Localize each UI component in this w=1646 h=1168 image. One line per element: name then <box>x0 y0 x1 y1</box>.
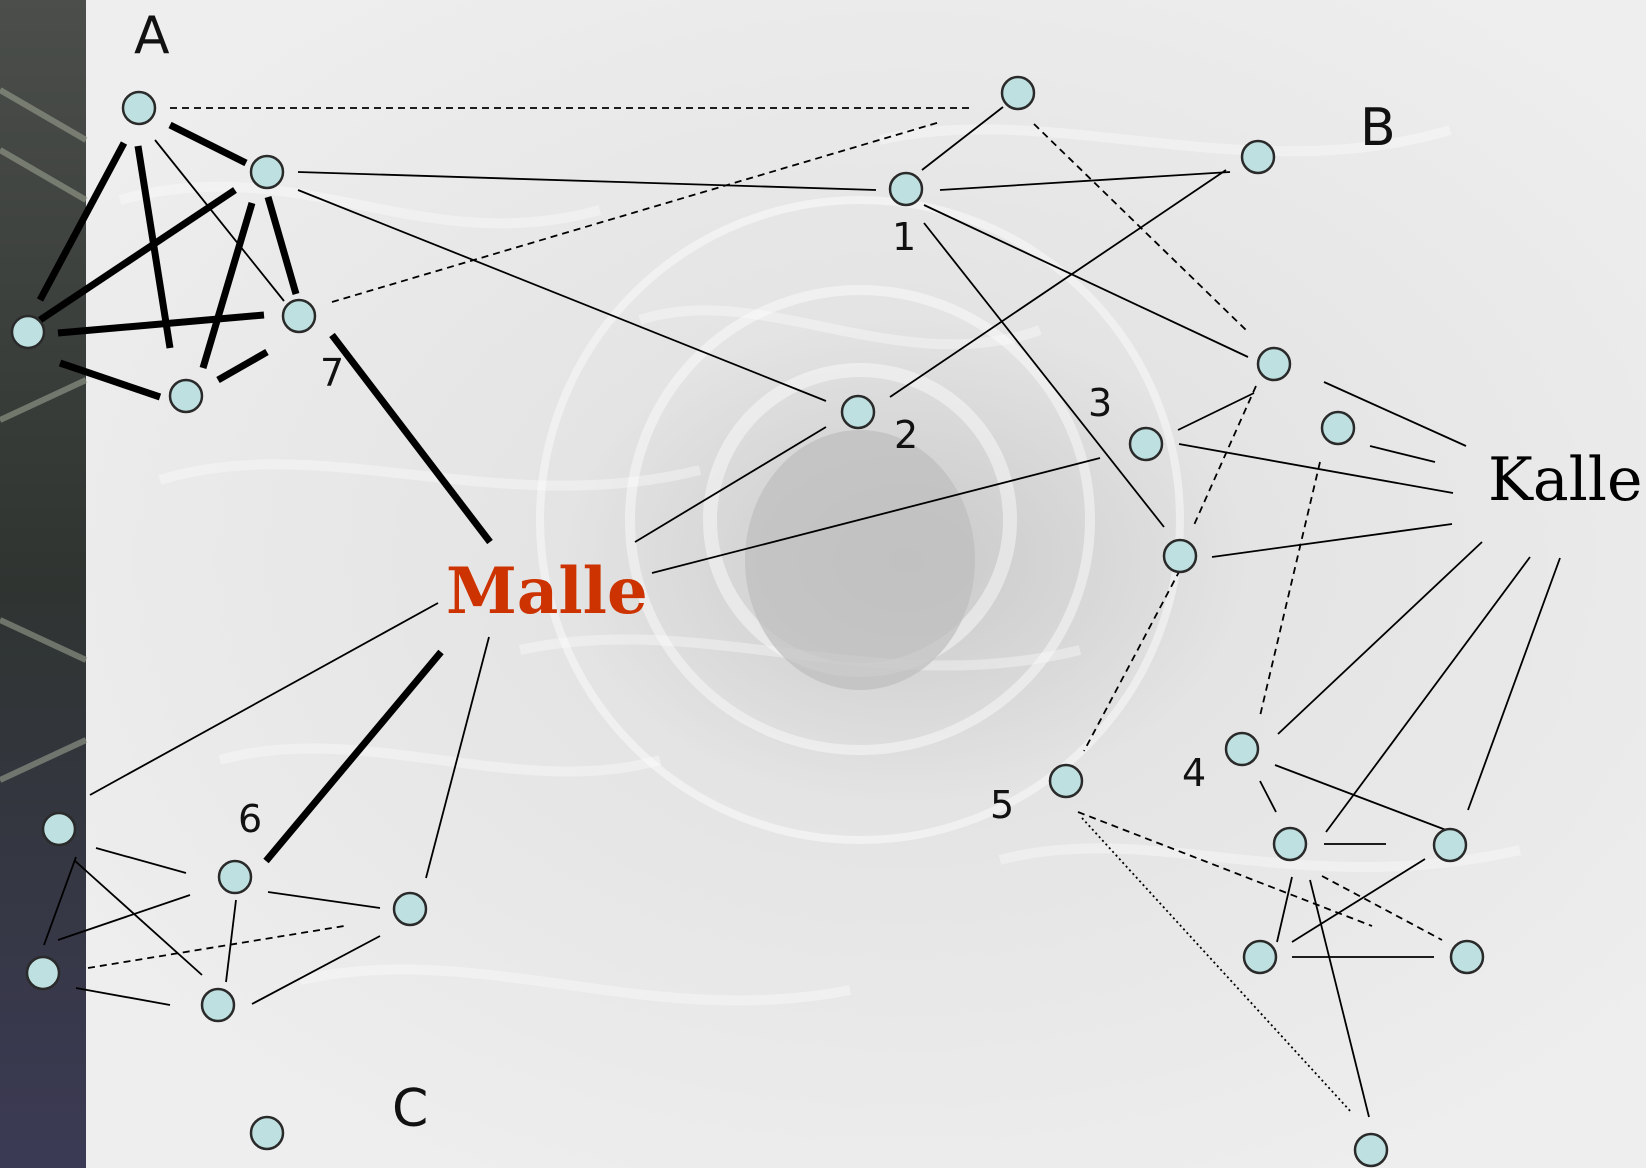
node[interactable] <box>249 154 285 190</box>
node[interactable] <box>1000 75 1036 111</box>
node-number-1: 1 <box>892 215 916 259</box>
node[interactable] <box>840 394 876 430</box>
node[interactable] <box>281 298 317 334</box>
node-number-6: 6 <box>238 797 262 841</box>
node-number-7: 7 <box>320 351 344 395</box>
node[interactable] <box>1128 426 1164 462</box>
node[interactable] <box>121 90 157 126</box>
node[interactable] <box>1353 1132 1389 1168</box>
node[interactable] <box>217 859 253 895</box>
node-number-5: 5 <box>990 783 1014 827</box>
group-label-c: C <box>392 1079 428 1139</box>
node[interactable] <box>1256 346 1292 382</box>
nodes <box>10 75 1485 1168</box>
node[interactable] <box>1320 410 1356 446</box>
dotted-tie <box>1081 817 1353 1114</box>
node[interactable] <box>888 171 924 207</box>
left-strip-texture <box>0 87 88 783</box>
node[interactable] <box>25 955 61 991</box>
node[interactable] <box>249 1115 285 1151</box>
node[interactable] <box>200 987 236 1023</box>
node[interactable] <box>1272 826 1308 862</box>
node[interactable] <box>1432 827 1468 863</box>
node-number-2: 2 <box>894 413 918 457</box>
dashed-ties <box>87 107 1443 969</box>
group-label-a: A <box>134 6 170 66</box>
node[interactable] <box>1242 939 1278 975</box>
node[interactable] <box>41 811 77 847</box>
node[interactable] <box>1224 731 1260 767</box>
node[interactable] <box>1449 939 1485 975</box>
node[interactable] <box>1162 538 1198 574</box>
background-shadow <box>745 430 975 690</box>
person-kalle: Kalle <box>1488 445 1642 515</box>
node[interactable] <box>10 314 46 350</box>
node-number-4: 4 <box>1182 751 1206 795</box>
node[interactable] <box>1048 763 1084 799</box>
node[interactable] <box>1240 139 1276 175</box>
node[interactable] <box>392 891 428 927</box>
strong-ties <box>36 121 493 864</box>
weak-ties <box>43 106 1561 1118</box>
person-malle: Malle <box>446 554 648 629</box>
node-number-3: 3 <box>1088 381 1112 425</box>
node[interactable] <box>168 378 204 414</box>
group-label-b: B <box>1360 98 1396 158</box>
